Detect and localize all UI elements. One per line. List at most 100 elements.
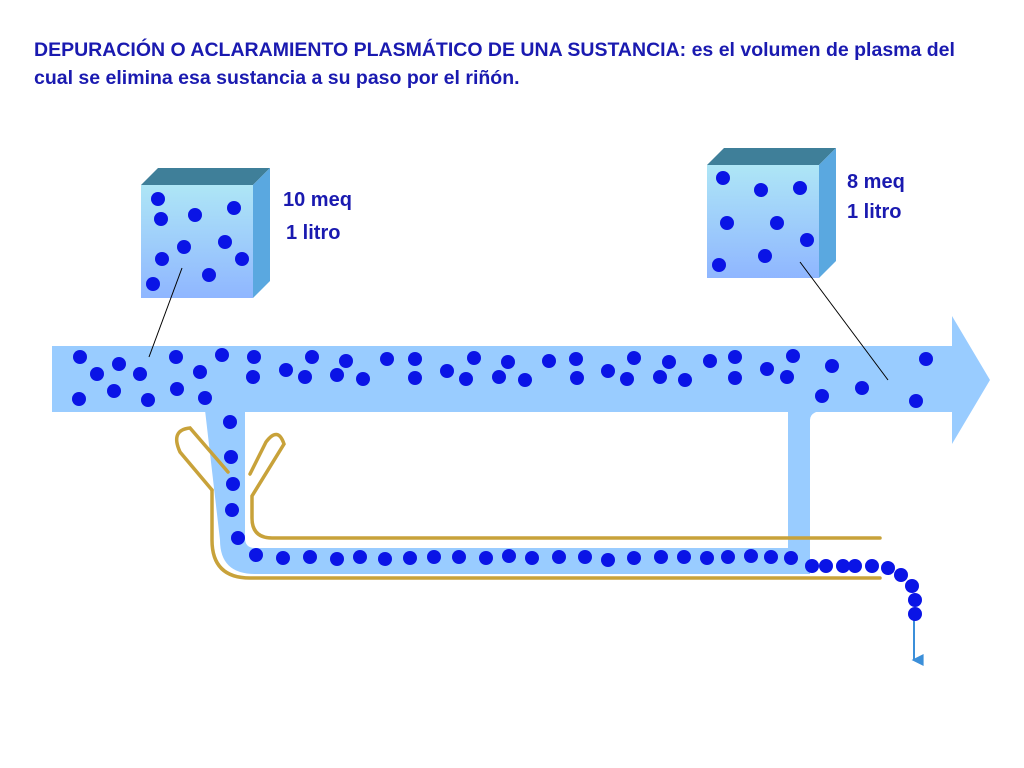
particle [154, 212, 168, 226]
particle [542, 354, 556, 368]
particle [151, 192, 165, 206]
particle [569, 352, 583, 366]
particle [716, 171, 730, 185]
particle [800, 233, 814, 247]
particle [662, 355, 676, 369]
particle [502, 549, 516, 563]
particle [825, 359, 839, 373]
particle [90, 367, 104, 381]
right-pointer-line [799, 261, 889, 381]
particle [378, 552, 392, 566]
particle [452, 550, 466, 564]
particle [908, 593, 922, 607]
particle [601, 553, 615, 567]
particle [231, 531, 245, 545]
particles [72, 171, 933, 621]
particle [894, 568, 908, 582]
particle [155, 252, 169, 266]
particle [881, 561, 895, 575]
particle [620, 372, 634, 386]
particle [380, 352, 394, 366]
particle [501, 355, 515, 369]
particle [223, 415, 237, 429]
particle [408, 371, 422, 385]
particle [819, 559, 833, 573]
particle [678, 373, 692, 387]
particle [440, 364, 454, 378]
particle [215, 348, 229, 362]
particle [305, 350, 319, 364]
particle [298, 370, 312, 384]
particle [836, 559, 850, 573]
particle [786, 349, 800, 363]
particle [72, 392, 86, 406]
particle [744, 549, 758, 563]
particle [728, 350, 742, 364]
particle [247, 350, 261, 364]
particle [601, 364, 615, 378]
renal-tubule [174, 426, 882, 580]
particle [193, 365, 207, 379]
right-volume-label: 1 litro [847, 201, 901, 223]
particle [793, 181, 807, 195]
particle [909, 394, 923, 408]
particle [224, 450, 238, 464]
particle [805, 559, 819, 573]
particle [848, 559, 862, 573]
particle [578, 550, 592, 564]
particle [303, 550, 317, 564]
particle [653, 370, 667, 384]
particle [855, 381, 869, 395]
particle [700, 551, 714, 565]
particle [467, 351, 481, 365]
particle [198, 391, 212, 405]
particle [246, 370, 260, 384]
particle [570, 371, 584, 385]
particle [235, 252, 249, 266]
particle [758, 249, 772, 263]
particle [760, 362, 774, 376]
particle [654, 550, 668, 564]
particle [73, 350, 87, 364]
right-amount-label: 8 meq [847, 171, 905, 193]
particle [330, 368, 344, 382]
particle [518, 373, 532, 387]
particle [720, 216, 734, 230]
particle [202, 268, 216, 282]
particle [525, 551, 539, 565]
particle [627, 551, 641, 565]
particle [919, 352, 933, 366]
particle [177, 240, 191, 254]
particle [703, 354, 717, 368]
particle [249, 548, 263, 562]
particle [764, 550, 778, 564]
particle [408, 352, 422, 366]
particle [754, 183, 768, 197]
left-volume-label: 1 litro [286, 222, 340, 244]
particle [770, 216, 784, 230]
particle [403, 551, 417, 565]
particle [427, 550, 441, 564]
efferent-branch [788, 392, 830, 574]
particle [226, 477, 240, 491]
particle [279, 363, 293, 377]
particle [815, 389, 829, 403]
particle [459, 372, 473, 386]
particle [492, 370, 506, 384]
particle [780, 370, 794, 384]
particle [146, 277, 160, 291]
particle [905, 579, 919, 593]
particle [712, 258, 726, 272]
particle [353, 550, 367, 564]
particle [339, 354, 353, 368]
particle [728, 371, 742, 385]
left-pointer-line [148, 267, 183, 358]
particle [141, 393, 155, 407]
particle [784, 551, 798, 565]
particle [677, 550, 691, 564]
particle [627, 351, 641, 365]
particle [479, 551, 493, 565]
particle [356, 372, 370, 386]
particle [908, 607, 922, 621]
